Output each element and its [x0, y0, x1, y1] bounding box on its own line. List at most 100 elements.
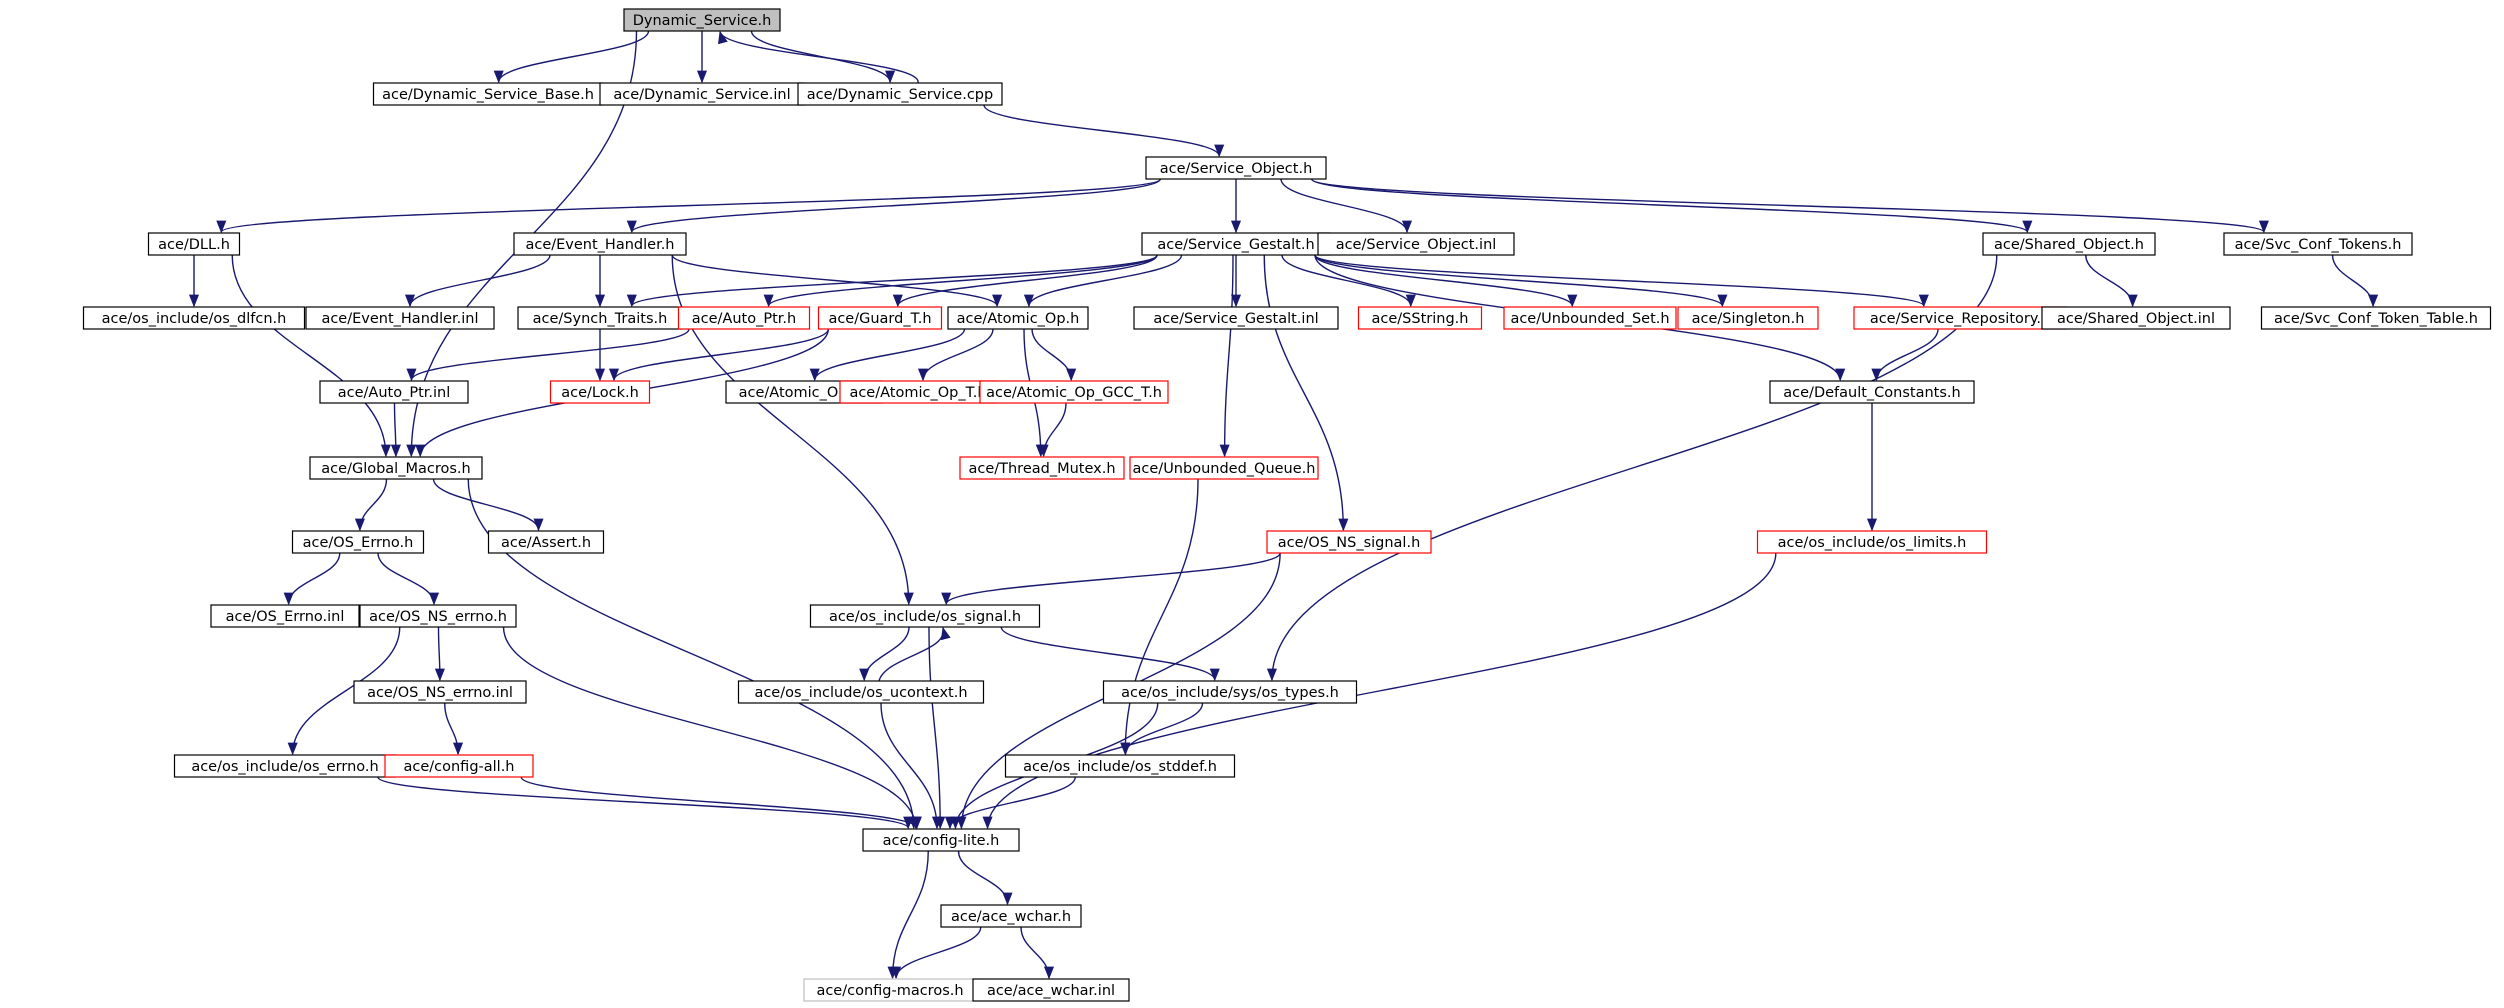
node-dll-h[interactable]: ace/DLL.h [147, 232, 241, 256]
edge-service-gestalt-h-to-unbounded-queue-h [1219, 254, 1234, 458]
node-label: ace/Default_Constants.h [1783, 385, 1960, 401]
node-box [1357, 306, 1483, 330]
node-label: ace/Event_Handler.inl [321, 311, 478, 327]
node-dynamic-service-h[interactable]: Dynamic_Service.h [623, 8, 781, 32]
node-atomic-op-h[interactable]: ace/Atomic_Op.h [947, 306, 1089, 330]
node-dynamic-service-cpp[interactable]: ace/Dynamic_Service.cpp [797, 82, 1003, 106]
node-os-types-h[interactable]: ace/os_include/sys/os_types.h [1102, 680, 1358, 704]
edge-ace-wchar-h-to-ace-wchar-inl [1020, 926, 1055, 980]
edge-os-ns-signal-h-to-os-signal-h [941, 552, 1281, 606]
node-thread-mutex-h[interactable]: ace/Thread_Mutex.h [959, 456, 1125, 480]
node-shared-object-inl[interactable]: ace/Shared_Object.inl [2041, 306, 2231, 330]
node-label: ace/Service_Gestalt.h [1157, 237, 1314, 253]
node-config-lite-h[interactable]: ace/config-lite.h [862, 828, 1020, 852]
edge-global-macros-h-to-os-errno-h [354, 478, 388, 532]
node-synch-traits-h[interactable]: ace/Synch_Traits.h [517, 306, 683, 330]
edge-dll-h-to-global-macros-h [231, 254, 391, 458]
node-box [797, 82, 1003, 106]
node-label: ace/os_include/os_signal.h [829, 609, 1021, 625]
node-label: ace/DLL.h [158, 237, 230, 253]
edge-service-object-h-to-service-object-inl [1280, 178, 1412, 234]
node-label: ace/Auto_Ptr.inl [338, 385, 451, 401]
node-dynamic-service-base-h[interactable]: ace/Dynamic_Service_Base.h [372, 82, 604, 106]
node-os-signal-h[interactable]: ace/os_include/os_signal.h [809, 604, 1041, 628]
node-default-constants-h[interactable]: ace/Default_Constants.h [1769, 380, 1975, 404]
edge-service-gestalt-h-to-guard-t-h [892, 254, 1158, 308]
node-box [513, 232, 687, 256]
node-service-gestalt-h[interactable]: ace/Service_Gestalt.h [1141, 232, 1331, 256]
node-label: ace/Unbounded_Queue.h [1133, 461, 1316, 477]
edge-os-signal-h-to-os-ucontext-h [859, 626, 910, 682]
edge-os-ns-errno-h-to-os-ns-errno-inl [434, 626, 445, 682]
node-box [677, 306, 811, 330]
node-auto-ptr-h[interactable]: ace/Auto_Ptr.h [677, 306, 811, 330]
node-atomic-op-t-h[interactable]: ace/Atomic_Op_T.h [839, 380, 997, 404]
node-singleton-h[interactable]: ace/Singleton.h [1677, 306, 1819, 330]
edge-shared-object-h-to-shared-object-inl [2085, 254, 2138, 308]
edge-service-gestalt-h-to-sstring-h [1281, 254, 1416, 308]
edge-os-types-h-to-os-stddef-h [1120, 702, 1204, 756]
edge-service-gestalt-h-to-atomic-op-h [1023, 254, 1183, 308]
edge-global-macros-h-to-assert-h [432, 478, 544, 532]
edge-shared-object-h-to-os-types-h [1266, 254, 1998, 682]
node-shared-object-h[interactable]: ace/Shared_Object.h [1982, 232, 2156, 256]
node-dynamic-service-inl[interactable]: ace/Dynamic_Service.inl [599, 82, 805, 106]
edge-config-lite-h-to-ace-wchar-h [957, 850, 1013, 906]
node-box [2223, 232, 2413, 256]
node-label: ace/Atomic_Op_GCC_T.h [986, 385, 1162, 401]
node-unbounded-set-h[interactable]: ace/Unbounded_Set.h [1503, 306, 1677, 330]
node-config-macros-h[interactable]: ace/config-macros.h [803, 978, 977, 1002]
node-os-stddef-h[interactable]: ace/os_include/os_stddef.h [1004, 754, 1236, 778]
node-label: ace/OS_NS_errno.h [369, 609, 507, 625]
edge-atomic-op-gcc-t-h-to-thread-mutex-h [1038, 402, 1067, 458]
node-svc-conf-tokens-h[interactable]: ace/Svc_Conf_Tokens.h [2223, 232, 2413, 256]
node-box [979, 380, 1169, 404]
node-global-macros-h[interactable]: ace/Global_Macros.h [309, 456, 483, 480]
node-event-handler-inl[interactable]: ace/Event_Handler.inl [305, 306, 495, 330]
edge-config-all-h-to-config-lite-h [520, 776, 922, 830]
edge-service-object-h-to-svc-conf-tokens-h [1310, 178, 2269, 234]
node-label: ace/Unbounded_Set.h [1510, 311, 1669, 327]
node-os-limits-h[interactable]: ace/os_include/os_limits.h [1756, 530, 1988, 554]
node-os-ns-errno-h[interactable]: ace/OS_NS_errno.h [359, 604, 517, 628]
node-os-dlfcn-h[interactable]: ace/os_include/os_dlfcn.h [82, 306, 306, 330]
node-auto-ptr-inl[interactable]: ace/Auto_Ptr.inl [319, 380, 469, 404]
node-box [487, 530, 605, 554]
edge-service-object-h-to-dll-h [216, 178, 1162, 234]
node-svc-conf-token-table-h[interactable]: ace/Svc_Conf_Token_Table.h [2260, 306, 2492, 330]
node-os-ns-signal-h[interactable]: ace/OS_NS_signal.h [1266, 530, 1432, 554]
node-os-ucontext-h[interactable]: ace/os_include/os_ucontext.h [737, 680, 985, 704]
node-box [972, 978, 1130, 1002]
edge-os-ucontext-h-to-config-lite-h [880, 702, 943, 830]
node-service-object-h[interactable]: ace/Service_Object.h [1145, 156, 1327, 180]
node-ace-wchar-inl[interactable]: ace/ace_wchar.inl [972, 978, 1130, 1002]
node-service-gestalt-inl[interactable]: ace/Service_Gestalt.inl [1133, 306, 1339, 330]
node-ace-wchar-h[interactable]: ace/ace_wchar.h [940, 904, 1082, 928]
node-layer: Dynamic_Service.h ace/Dynamic_Service_Bas… [82, 8, 2492, 1002]
node-service-object-inl[interactable]: ace/Service_Object.inl [1317, 232, 1515, 256]
edge-unbounded-queue-h-to-os-stddef-h [1120, 478, 1199, 756]
node-config-all-h[interactable]: ace/config-all.h [384, 754, 534, 778]
node-box [319, 380, 469, 404]
node-os-ns-errno-inl[interactable]: ace/OS_NS_errno.inl [353, 680, 527, 704]
node-service-repository-h[interactable]: ace/Service_Repository.h [1853, 306, 2067, 330]
node-os-errno-inc-h[interactable]: ace/os_include/os_errno.h [173, 754, 397, 778]
node-box [809, 604, 1041, 628]
node-guard-t-h[interactable]: ace/Guard_T.h [817, 306, 943, 330]
node-label: ace/Svc_Conf_Token_Table.h [2274, 311, 2478, 327]
node-box [737, 680, 985, 704]
node-lock-h[interactable]: ace/Lock.h [549, 380, 651, 404]
node-os-errno-inl[interactable]: ace/OS_Errno.inl [210, 604, 360, 628]
node-atomic-op-gcc-t-h[interactable]: ace/Atomic_Op_GCC_T.h [979, 380, 1169, 404]
node-event-handler-h[interactable]: ace/Event_Handler.h [513, 232, 687, 256]
node-sstring-h[interactable]: ace/SString.h [1357, 306, 1483, 330]
node-assert-h[interactable]: ace/Assert.h [487, 530, 605, 554]
node-os-errno-h[interactable]: ace/OS_Errno.h [291, 530, 425, 554]
edge-os-signal-h-to-os-types-h [1000, 626, 1220, 682]
edge-os-errno-h-to-os-ns-errno-h [377, 552, 440, 606]
node-box [940, 904, 1082, 928]
node-unbounded-queue-h[interactable]: ace/Unbounded_Queue.h [1129, 456, 1319, 480]
edge-event-handler-h-to-atomic-op-h [671, 254, 1002, 308]
node-box [210, 604, 360, 628]
edge-service-gestalt-h-to-synch-traits-h [627, 254, 1158, 308]
